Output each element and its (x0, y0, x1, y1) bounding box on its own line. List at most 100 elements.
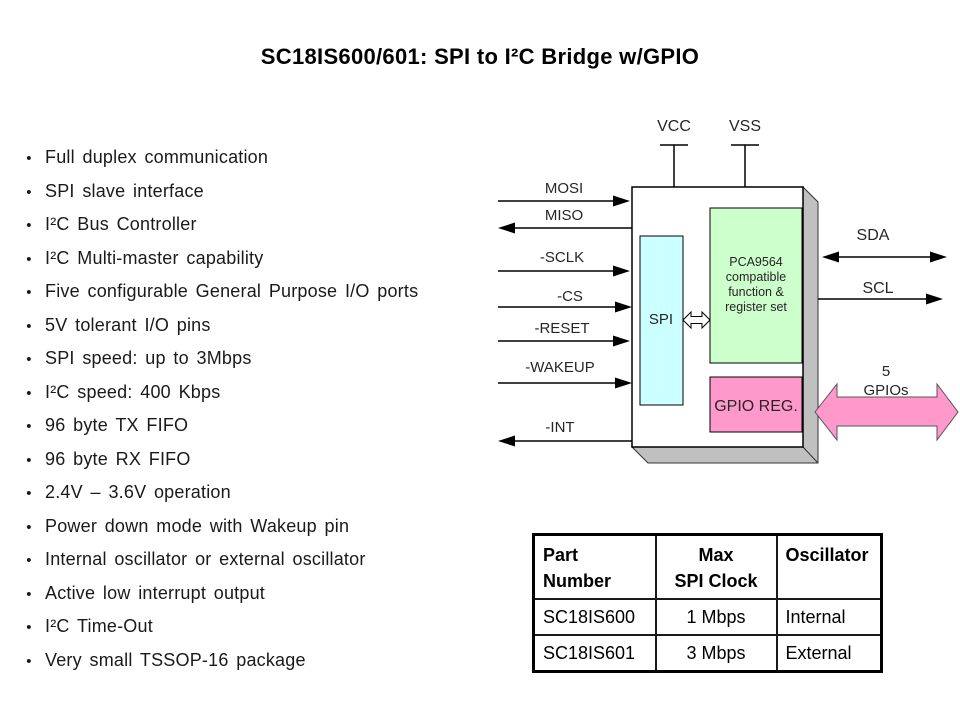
spi-block-label: SPI (649, 311, 673, 328)
feature-text: 2.4V – 3.6V operation (45, 482, 231, 502)
gpio-reg-label: GPIO REG. (714, 398, 798, 415)
feature-text: I²C speed: 400 Kbps (45, 381, 221, 402)
feature-text: Active low interrupt output (45, 582, 266, 603)
table-row: SC18IS600 1 Mbps Internal (532, 598, 883, 636)
i2c-block-line4: register set (725, 300, 787, 314)
feature-item: • SPI slave interface (22, 181, 492, 215)
gpio-reg-block (709, 376, 803, 433)
pin-label-vcc: VCC (657, 118, 691, 135)
bullet-icon: • (26, 250, 32, 268)
bullet-icon: • (26, 183, 32, 201)
reset-arrowhead-icon (613, 335, 630, 347)
feature-text: SPI slave interface (45, 180, 204, 201)
feature-item: • Active low interrupt output (22, 583, 492, 617)
i2c-block-line3: function & (728, 285, 784, 299)
bullet-icon: • (26, 418, 32, 435)
feature-text: Full duplex communication (45, 147, 269, 167)
pin-label-vss: VSS (729, 118, 761, 135)
feature-item: • I²C speed: 400 Kbps (22, 382, 492, 416)
feature-item: • I²C Bus Controller (22, 214, 492, 248)
i2c-block-line1: PCA9564 (729, 255, 783, 269)
gpio-bus-count: 5 (882, 363, 890, 380)
cell-part-number: SC18IS600 (532, 598, 657, 636)
feature-item: • Power down mode with Wakeup pin (22, 516, 492, 550)
table-row: SC18IS601 3 Mbps External (532, 634, 883, 673)
feature-text: I²C Multi-master capability (45, 247, 264, 268)
bullet-icon: • (26, 485, 32, 502)
bullet-icon: • (26, 317, 32, 335)
pin-label-reset: -RESET (534, 320, 589, 337)
feature-item: •Five configurable General Purpose I/O p… (22, 281, 492, 315)
gpio-bus-name: GPIOs (863, 382, 908, 399)
bullet-icon: • (26, 217, 32, 234)
bullet-icon: • (26, 351, 32, 368)
i2c-function-block (709, 207, 803, 364)
mosi-arrowhead-icon (613, 195, 630, 207)
feature-text: Five configurable General Purpose I/O po… (45, 281, 419, 301)
bullet-icon: • (26, 552, 32, 569)
pin-label-miso: MISO (545, 207, 583, 224)
feature-text: SPI speed: up to 3Mbps (45, 348, 252, 368)
feature-item: • 2.4V – 3.6V operation (22, 482, 492, 516)
parts-table: Part Number Max SPI Clock Oscillator SC1… (532, 533, 883, 673)
cell-max-spi-clock: 3 Mbps (654, 634, 778, 673)
bullet-icon: • (26, 518, 32, 536)
feature-text: 96 byte RX FIFO (45, 448, 191, 469)
scl-arrowhead-icon (926, 293, 943, 305)
feature-item: • I²C Multi-master capability (22, 248, 492, 282)
col-header-oscillator: Oscillator (775, 533, 883, 600)
cell-oscillator: Internal (775, 598, 883, 636)
bullet-icon: • (26, 652, 32, 670)
pin-label-cs: -CS (557, 288, 583, 305)
feature-item: • 96 byte TX FIFO (22, 415, 492, 449)
col-header-part-number: Part Number (532, 533, 657, 600)
i2c-block-line2: compatible (726, 270, 786, 284)
pin-label-int: -INT (545, 419, 574, 436)
feature-item: • 96 byte RX FIFO (22, 449, 492, 483)
col-header-line: Oscillator (785, 545, 869, 565)
sda-left-arrowhead-icon (822, 251, 839, 263)
feature-text: Very small TSSOP-16 package (45, 649, 306, 670)
chip-shadow-crease (802, 446, 819, 464)
cell-max-spi-clock: 1 Mbps (654, 598, 778, 636)
wakeup-arrowhead-icon (615, 377, 632, 389)
feature-item: • 5V tolerant I/O pins (22, 315, 492, 349)
col-header-line: Max (698, 545, 734, 565)
feature-item: •I²C Time-Out (22, 616, 492, 650)
bullet-icon: • (26, 585, 32, 603)
feature-text: I²C Time-Out (45, 616, 153, 636)
pin-label-scl: SCL (862, 280, 893, 297)
feature-item: • Full duplex communication (22, 147, 492, 181)
bullet-icon: • (26, 384, 32, 402)
col-header-line: SPI Clock (674, 571, 758, 591)
pin-label-wakeup: -WAKEUP (525, 359, 594, 376)
page-title: SC18IS600/601: SPI to I²C Bridge w/GPIO (260, 44, 700, 69)
col-header-max-spi-clock: Max SPI Clock (654, 533, 778, 600)
miso-arrowhead-icon (498, 222, 515, 234)
sda-right-arrowhead-icon (930, 251, 947, 263)
feature-text: I²C Bus Controller (45, 214, 197, 234)
cell-oscillator: External (775, 634, 883, 673)
pin-label-sclk: -SCLK (540, 249, 584, 266)
gpio-bus-arrow-icon (814, 382, 959, 442)
cell-part-number: SC18IS601 (532, 634, 657, 673)
feature-text: 96 byte TX FIFO (45, 415, 189, 435)
bullet-icon: • (26, 451, 32, 469)
feature-text: Power down mode with Wakeup pin (45, 515, 350, 536)
feature-list: • Full duplex communication • SPI slave in… (22, 147, 492, 683)
col-header-line: Number (543, 571, 612, 591)
feature-item: • Very small TSSOP-16 package (22, 650, 492, 684)
cs-arrowhead-icon (615, 301, 632, 313)
pin-label-sda: SDA (857, 227, 890, 244)
table-header-row: Part Number Max SPI Clock Oscillator (532, 533, 883, 600)
block-diagram: VCC VSS MOSI MISO -SCLK -CS -RESET -WAKE… (480, 100, 960, 480)
sclk-arrowhead-icon (613, 265, 630, 277)
feature-text: 5V tolerant I/O pins (45, 314, 211, 335)
block-diagram-svg: VCC VSS MOSI MISO -SCLK -CS -RESET -WAKE… (498, 118, 959, 464)
feature-item: • SPI speed: up to 3Mbps (22, 348, 492, 382)
feature-text: Internal oscillator or external oscillat… (45, 549, 366, 569)
bullet-icon: • (26, 150, 32, 167)
spi-block (639, 235, 684, 406)
pin-label-mosi: MOSI (545, 180, 583, 197)
